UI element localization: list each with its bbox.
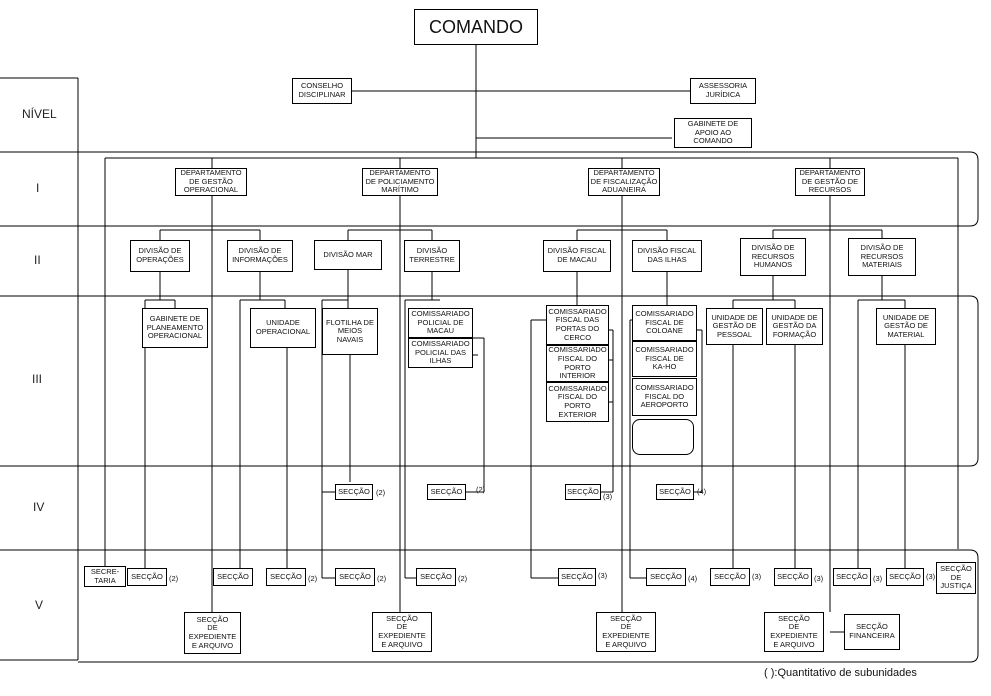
assessoria-juridica-box: ASSESSORIA JURÍDICA [690, 78, 756, 104]
count-iv-fiscal-ilhas: (4) [697, 487, 707, 496]
div-informacoes: DIVISÃO DE INFORMAÇÕES [227, 240, 293, 272]
div-fiscal-macau: DIVISÃO FISCAL DE MACAU [543, 240, 611, 272]
comissariado-fiscal-portas-cerco: COMISSARIADO FISCAL DAS PORTAS DO CERCO [546, 305, 609, 345]
count-v-terrestre: (2) [458, 574, 468, 583]
seccao-v-terrestre: SECÇÃO [416, 568, 456, 586]
seccao-iv-terrestre: SECÇÃO [427, 484, 466, 500]
seccao-iv-mar: SECÇÃO [335, 484, 373, 500]
level-ii: II [34, 253, 41, 267]
seccao-v-mar: SECÇÃO [335, 568, 375, 586]
count-v-formacao: (3) [814, 574, 824, 583]
gabinete-apoio-comando-box: GABINETE DE APOIO AO COMANDO [674, 118, 752, 148]
comissariado-fiscal-porto-interior: COMISSARIADO FISCAL DO PORTO INTERIOR [546, 345, 609, 382]
seccao-v-operacoes: SECÇÃO [127, 568, 167, 586]
count-v-mar: (2) [377, 574, 387, 583]
seccao-v-material: SECÇÃO [886, 568, 924, 586]
seccao-v-fiscal-macau: SECÇÃO [558, 568, 596, 586]
level-i: I [36, 181, 40, 195]
legend-note: ( ):Quantitativo de subunidades [764, 667, 917, 679]
div-operacoes: DIVISÃO DE OPERAÇÕES [130, 240, 190, 272]
count-v-recursos-materiais: (3) [873, 574, 883, 583]
dept-policiamento-maritimo: DEPARTAMENTO DE POLICIAMENTO MARÍTIMO [362, 168, 438, 196]
seccao-v-pessoal: SECÇÃO [710, 568, 750, 586]
comando-box: COMANDO [414, 9, 538, 45]
count-v-material: (3) [926, 572, 936, 581]
div-terrestre: DIVISÃO TERRESTRE [404, 240, 460, 272]
seccao-iv-fiscal-ilhas: SECÇÃO [656, 484, 694, 500]
unidade-gestao-formacao: UNIDADE DE GESTÃO DA FORMAÇÃO [766, 308, 823, 345]
expediente-arquivo-d1: SECÇÃO DE EXPEDIENTE E ARQUIVO [184, 612, 241, 654]
seccao-financeira-box: SECÇÃO FINANCEIRA [844, 614, 900, 650]
seccao-v-fiscal-ilhas: SECÇÃO [646, 568, 686, 586]
comissariado-policial-macau: COMISSARIADO POLICIAL DE MACAU [408, 308, 473, 338]
gabinete-planeamento-operacional: GABINETE DE PLANEAMENTO OPERACIONAL [142, 308, 208, 348]
level-iii: III [32, 372, 43, 386]
count-v-pessoal: (3) [752, 572, 762, 581]
seccao-iv-fiscal-macau: SECÇÃO [565, 484, 601, 500]
count-iv-mar: (2) [376, 488, 386, 497]
comissariado-policial-ilhas: COMISSARIADO POLICIAL DAS ILHAS [408, 338, 473, 368]
div-fiscal-ilhas: DIVISÃO FISCAL DAS ILHAS [632, 240, 702, 272]
seccao-justica-box: SECÇÃO DE JUSTIÇA [936, 562, 976, 594]
unidade-gestao-pessoal: UNIDADE DE GESTÃO DE PESSOAL [706, 308, 763, 345]
seccao-v-formacao: SECÇÃO [774, 568, 812, 586]
seccao-v-recursos-materiais: SECÇÃO [833, 568, 871, 586]
expediente-arquivo-d2: SECÇÃO DE EXPEDIENTE E ARQUIVO [372, 612, 432, 652]
count-iv-terrestre: (2) [476, 485, 486, 494]
div-recursos-humanos: DIVISÃO DE RECURSOS HUMANOS [740, 238, 806, 276]
comissariado-fiscal-porto-exterior: COMISSARIADO FISCAL DO PORTO EXTERIOR [546, 382, 609, 422]
level-v: V [35, 598, 44, 612]
unidade-operacional: UNIDADE OPERACIONAL [250, 308, 316, 348]
seccao-v-gestao-operacional: SECÇÃO [213, 568, 253, 586]
dept-gestao-operacional: DEPARTAMENTO DE GESTÃO OPERACIONAL [175, 168, 247, 196]
unidade-gestao-material: UNIDADE DE GESTÃO DE MATERIAL [876, 308, 936, 345]
dept-fiscalizacao-aduaneira: DEPARTAMENTO DE FISCALIZAÇÃO ADUANEIRA [588, 168, 660, 196]
expediente-arquivo-d4: SECÇÃO DE EXPEDIENTE E ARQUIVO [764, 612, 824, 652]
seccao-v-informacoes: SECÇÃO [266, 568, 306, 586]
count-iv-fiscal-macau: (3) [603, 492, 613, 501]
comissariado-fiscal-aeroporto: COMISSARIADO FISCAL DO AEROPORTO [632, 378, 697, 416]
level-header: NÍVEL [22, 107, 57, 121]
count-v-informacoes: (2) [308, 574, 318, 583]
comissariado-fiscal-coloane: COMISSARIADO FISCAL DE COLOANE [632, 305, 697, 341]
div-mar: DIVISÃO MAR [314, 240, 382, 270]
count-v-fiscal-macau: (3) [598, 571, 608, 580]
flotilha-meios-navais: FLOTILHA DE MEIOS NAVAIS [322, 308, 378, 355]
empty-unit-box [632, 419, 694, 455]
count-v-operacoes: (2) [169, 574, 179, 583]
dept-gestao-recursos: DEPARTAMENTO DE GESTÃO DE RECURSOS [795, 168, 865, 196]
conselho-disciplinar-box: CONSELHO DISCIPLINAR [292, 78, 352, 104]
comissariado-fiscal-ka-ho: COMISSARIADO FISCAL DE KA-HO [632, 341, 697, 377]
count-v-fiscal-ilhas: (4) [688, 574, 698, 583]
expediente-arquivo-d3: SECÇÃO DE EXPEDIENTE E ARQUIVO [596, 612, 656, 652]
level-iv: IV [33, 500, 45, 514]
div-recursos-materiais: DIVISÃO DE RECURSOS MATERIAIS [848, 238, 916, 276]
secretaria-box: SECRE- TARIA [84, 566, 126, 587]
